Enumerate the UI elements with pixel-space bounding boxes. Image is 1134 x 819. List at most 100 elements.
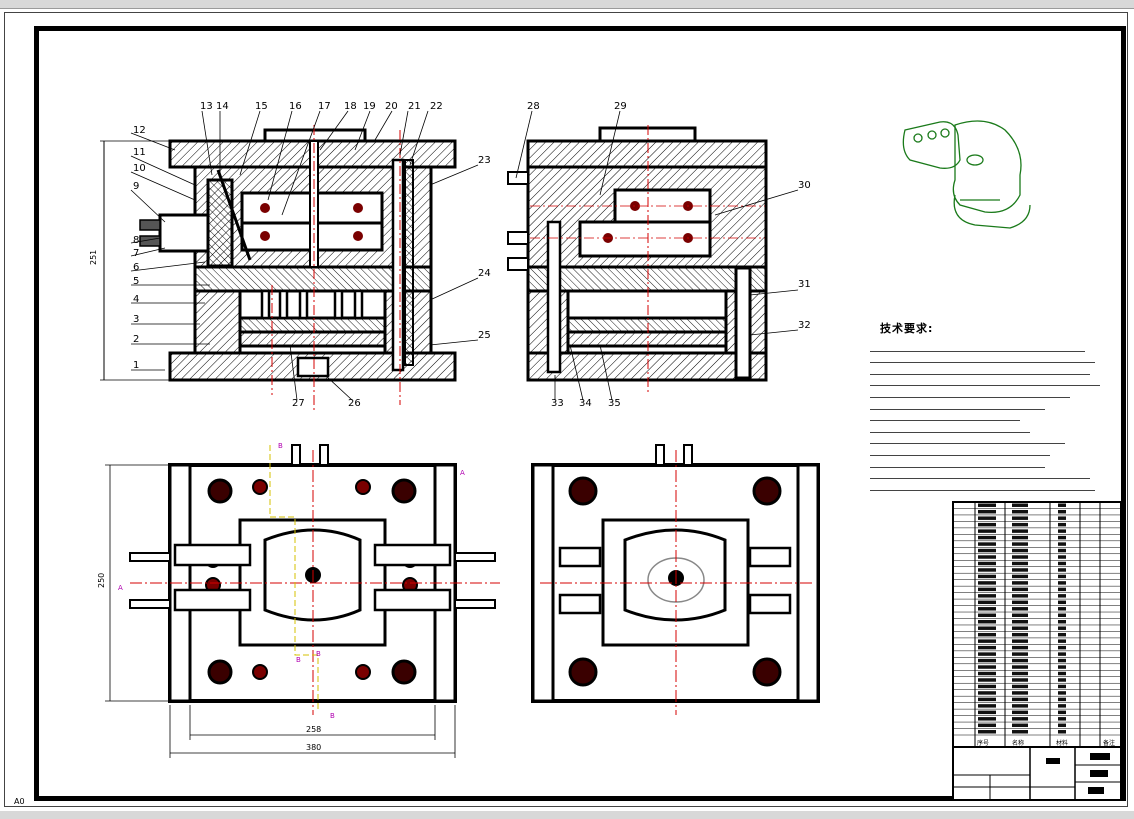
parts-list-cell	[1058, 568, 1066, 572]
technical-requirement-line	[870, 479, 1095, 491]
parts-list-cell	[1058, 626, 1066, 630]
parts-list-cell	[1012, 652, 1028, 656]
callout-12: 12	[133, 125, 146, 136]
title-block	[952, 501, 1122, 801]
parts-list-cell	[1012, 665, 1028, 669]
callout-26: 26	[348, 398, 361, 409]
parts-list-cell	[1058, 671, 1066, 676]
parts-list-cell	[978, 503, 996, 507]
callout-4: 4	[133, 294, 139, 305]
callout-23: 23	[478, 155, 491, 166]
parts-list-cell	[1058, 581, 1066, 585]
parts-list-cell	[1012, 632, 1028, 637]
side-callout-leaders	[515, 110, 799, 401]
parts-list-cell	[978, 671, 996, 676]
parts-list-cell	[1012, 704, 1028, 708]
parts-list-cell	[1058, 503, 1066, 507]
parts-list-cell	[1058, 684, 1066, 689]
parts-list-cell	[1012, 574, 1028, 579]
parts-list-cell	[1012, 587, 1028, 592]
callout-6: 6	[133, 262, 139, 273]
callout-34: 34	[579, 398, 592, 409]
parts-list-cell	[978, 581, 996, 585]
callout-18: 18	[344, 101, 357, 112]
parts-list-cell	[1058, 561, 1066, 566]
parts-list-cell	[978, 607, 996, 611]
callout-3: 3	[133, 314, 139, 325]
parts-list-cell	[1058, 691, 1066, 695]
section-markers: B B A A B B	[118, 442, 465, 720]
parts-list-cell	[1012, 529, 1028, 533]
parts-list-cell	[1012, 607, 1028, 611]
parts-list-cell	[1058, 529, 1066, 533]
callout-31: 31	[798, 279, 811, 290]
sheet-size-label: A0	[14, 797, 25, 806]
parts-list-cell	[1012, 710, 1028, 715]
parts-list-cell	[978, 632, 996, 637]
parts-list-cell	[1012, 678, 1028, 682]
dim-front-height: 251	[89, 250, 98, 265]
parts-list-cell	[1058, 620, 1066, 624]
dim-plan-overall-width: 380	[306, 743, 321, 752]
parts-list-cell	[978, 730, 996, 734]
technical-requirements-list	[870, 340, 1120, 491]
parts-list-cell	[1058, 607, 1066, 611]
sheet-outer-border	[4, 12, 1128, 807]
callout-32: 32	[798, 320, 811, 331]
parts-list-cell	[978, 568, 996, 572]
parts-list-cell	[1058, 678, 1066, 682]
parts-list-cell	[1012, 658, 1028, 663]
parts-list-cell	[1012, 594, 1028, 598]
section-marker-4: A	[460, 469, 465, 477]
callout-24: 24	[478, 268, 491, 279]
parts-list-cell	[1012, 684, 1028, 689]
parts-list-cell	[978, 594, 996, 598]
callout-8: 8	[133, 235, 139, 246]
col-label-index: 序号	[977, 739, 989, 747]
parts-list-cell	[1012, 522, 1028, 527]
parts-list-cell	[978, 548, 996, 553]
parts-list-cell	[1058, 600, 1066, 605]
callout-13: 13	[200, 101, 213, 112]
technical-requirement-line	[870, 340, 1085, 352]
parts-list-cell	[1058, 548, 1066, 553]
plan-view-right	[531, 444, 820, 715]
parts-list-cell	[1058, 594, 1066, 598]
section-marker-3: A	[118, 584, 123, 592]
parts-list-cell	[978, 535, 996, 540]
sheet-inner-border	[34, 26, 1126, 801]
callout-28: 28	[527, 101, 540, 112]
parts-list-cell	[1012, 639, 1028, 643]
parts-list-cell	[1058, 587, 1066, 592]
parts-list-cell	[1058, 710, 1066, 715]
parts-list-cell	[1012, 620, 1028, 624]
parts-list-cell	[978, 697, 996, 702]
parts-list-cell	[1012, 626, 1028, 630]
parts-list-cell	[1012, 600, 1028, 605]
parts-list-cell	[978, 555, 996, 559]
parts-list-cell	[1012, 548, 1028, 553]
callout-9: 9	[133, 181, 139, 192]
parts-list-cell	[978, 684, 996, 689]
parts-list-cell	[1058, 658, 1066, 663]
parts-list-cell	[978, 710, 996, 715]
technical-requirement-line	[870, 363, 1090, 375]
parts-list-cell	[1012, 535, 1028, 540]
technical-requirement-line	[870, 444, 1050, 456]
parts-list-cell	[978, 645, 996, 650]
parts-list-rows	[953, 503, 1121, 736]
callout-21: 21	[408, 101, 421, 112]
parts-list-cell	[1058, 516, 1066, 520]
callout-1: 1	[133, 360, 139, 371]
parts-list-cell	[1058, 555, 1066, 559]
parts-list-cell	[1012, 516, 1028, 520]
parts-list-cell	[1012, 503, 1028, 507]
section-marker-5: B	[316, 650, 321, 658]
callout-33: 33	[551, 398, 564, 409]
callout-5: 5	[133, 276, 139, 287]
callout-2: 2	[133, 334, 139, 345]
parts-list-cell	[978, 587, 996, 592]
parts-list-cell	[978, 561, 996, 566]
callout-10: 10	[133, 163, 146, 174]
